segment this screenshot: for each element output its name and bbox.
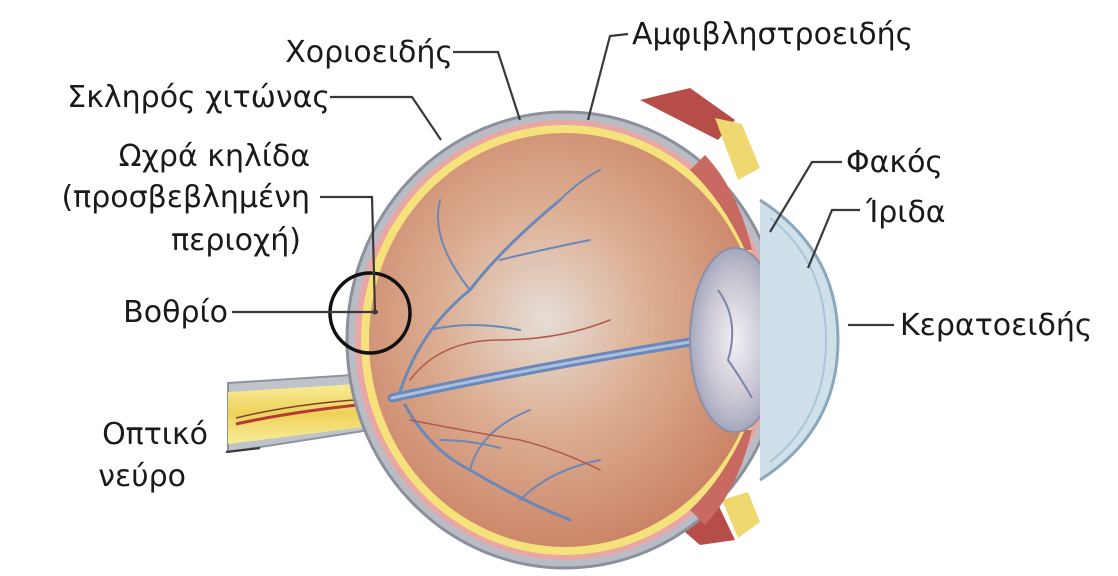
label-iris: Ίριδα xyxy=(865,195,946,230)
label-cornea: Κερατοειδής xyxy=(900,308,1092,343)
label-sclera: Σκληρός χιτώνας xyxy=(67,80,330,115)
label-fovea: Βοθρίο xyxy=(123,295,228,330)
label-retina: Αμφιβληστροειδής xyxy=(632,17,913,52)
label-macula-line3: περιοχή) xyxy=(171,223,301,258)
label-macula-line1: Ωχρά κηλίδα xyxy=(119,139,310,174)
label-macula-line2: (προσβεβλημένη xyxy=(61,180,310,215)
label-optic-nerve-line2: νεύρο xyxy=(98,459,186,494)
label-lens: Φακός xyxy=(846,145,943,180)
label-choroid: Χοριοειδής xyxy=(285,35,453,70)
label-optic-nerve-line1: Οπτικό xyxy=(102,417,208,452)
